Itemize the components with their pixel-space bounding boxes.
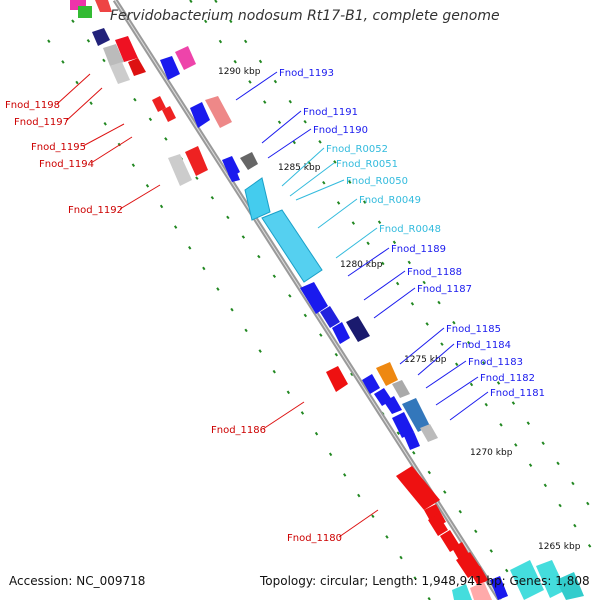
- leader-line: [119, 184, 161, 210]
- gene-label[interactable]: Fnod_1180: [287, 533, 342, 544]
- gene-label[interactable]: Fnod_R0048: [379, 224, 441, 235]
- leader-line: [289, 162, 335, 197]
- gene-label[interactable]: Fnod_1193: [279, 68, 334, 79]
- leader-line: [449, 391, 489, 421]
- gene-label[interactable]: Fnod_1184: [456, 340, 511, 351]
- gene-label[interactable]: Fnod_1189: [391, 244, 446, 255]
- left-gene-labels: Fnod_1198Fnod_1197Fnod_1195Fnod_1194Fnod…: [5, 73, 379, 544]
- leader-line: [56, 73, 91, 105]
- leader-line: [295, 179, 345, 201]
- leader-line: [425, 360, 467, 389]
- tick-label: 1275 kbp: [404, 355, 447, 365]
- leader-line: [338, 509, 379, 538]
- gene-label[interactable]: Fnod_1185: [446, 324, 501, 335]
- gene-label[interactable]: Fnod_1192: [68, 205, 123, 216]
- leader-line: [65, 87, 103, 122]
- gene-blocks-middle: [300, 282, 438, 450]
- leader-line: [317, 198, 358, 229]
- leader-line: [335, 227, 378, 259]
- gene-label[interactable]: Fnod_1195: [31, 142, 86, 153]
- tick-label: 1265 kbp: [538, 542, 581, 552]
- leader-line: [435, 376, 479, 406]
- gene-label[interactable]: Fnod_1197: [14, 117, 69, 128]
- tick-label: 1280 kbp: [340, 260, 383, 270]
- gene-label[interactable]: Fnod_1198: [5, 100, 60, 111]
- leader-line: [82, 123, 125, 147]
- gene-blocks-top: [70, 0, 258, 186]
- gene-label[interactable]: Fnod_1183: [468, 357, 523, 368]
- accession-label: Accession: NC_009718: [9, 574, 146, 588]
- gene-label[interactable]: Fnod_R0052: [326, 144, 388, 155]
- leader-line: [261, 110, 302, 144]
- leader-line: [281, 147, 325, 187]
- leader-line: [267, 128, 312, 159]
- gene-label[interactable]: Fnod_1194: [39, 159, 94, 170]
- leader-line: [417, 343, 455, 376]
- tick-label: 1290 kbp: [218, 67, 261, 77]
- gene-label[interactable]: Fnod_1186: [211, 425, 266, 436]
- right-gene-labels: Fnod_1193Fnod_1191Fnod_1190Fnod_R0052Fno…: [235, 68, 545, 421]
- gene-label[interactable]: Fnod_1190: [313, 125, 368, 136]
- gene-label[interactable]: Fnod_1188: [407, 267, 462, 278]
- gene-blocks-bottom: [396, 466, 584, 600]
- rrna-block: [244, 177, 323, 283]
- gene-label[interactable]: Fnod_R0049: [359, 195, 421, 206]
- tick-label: 1270 kbp: [470, 448, 513, 458]
- gene-label[interactable]: Fnod_1191: [303, 107, 358, 118]
- leader-line: [347, 247, 390, 277]
- gene-label[interactable]: Fnod_1187: [417, 284, 472, 295]
- genome-title: Fervidobacterium nodosum Rt17-B1, comple…: [110, 8, 500, 24]
- leader-line: [235, 71, 278, 101]
- gene-label[interactable]: Fnod_1181: [490, 388, 545, 399]
- gene-label[interactable]: Fnod_R0051: [336, 159, 398, 170]
- leader-line: [363, 270, 406, 301]
- gene-label[interactable]: Fnod_R0050: [346, 176, 408, 187]
- leader-line: [262, 401, 305, 430]
- leader-line: [90, 136, 133, 164]
- kbp-tick-labels: 1290 kbp 1285 kbp 1280 kbp 1275 kbp 1270 kbp…: [218, 67, 581, 552]
- leader-line: [373, 287, 416, 319]
- genome-summary: Topology: circular; Length: 1,948,941 bp…: [260, 574, 590, 588]
- leader-line: [399, 327, 445, 365]
- tick-label: 1285 kbp: [278, 163, 321, 173]
- gene-label[interactable]: Fnod_1182: [480, 373, 535, 384]
